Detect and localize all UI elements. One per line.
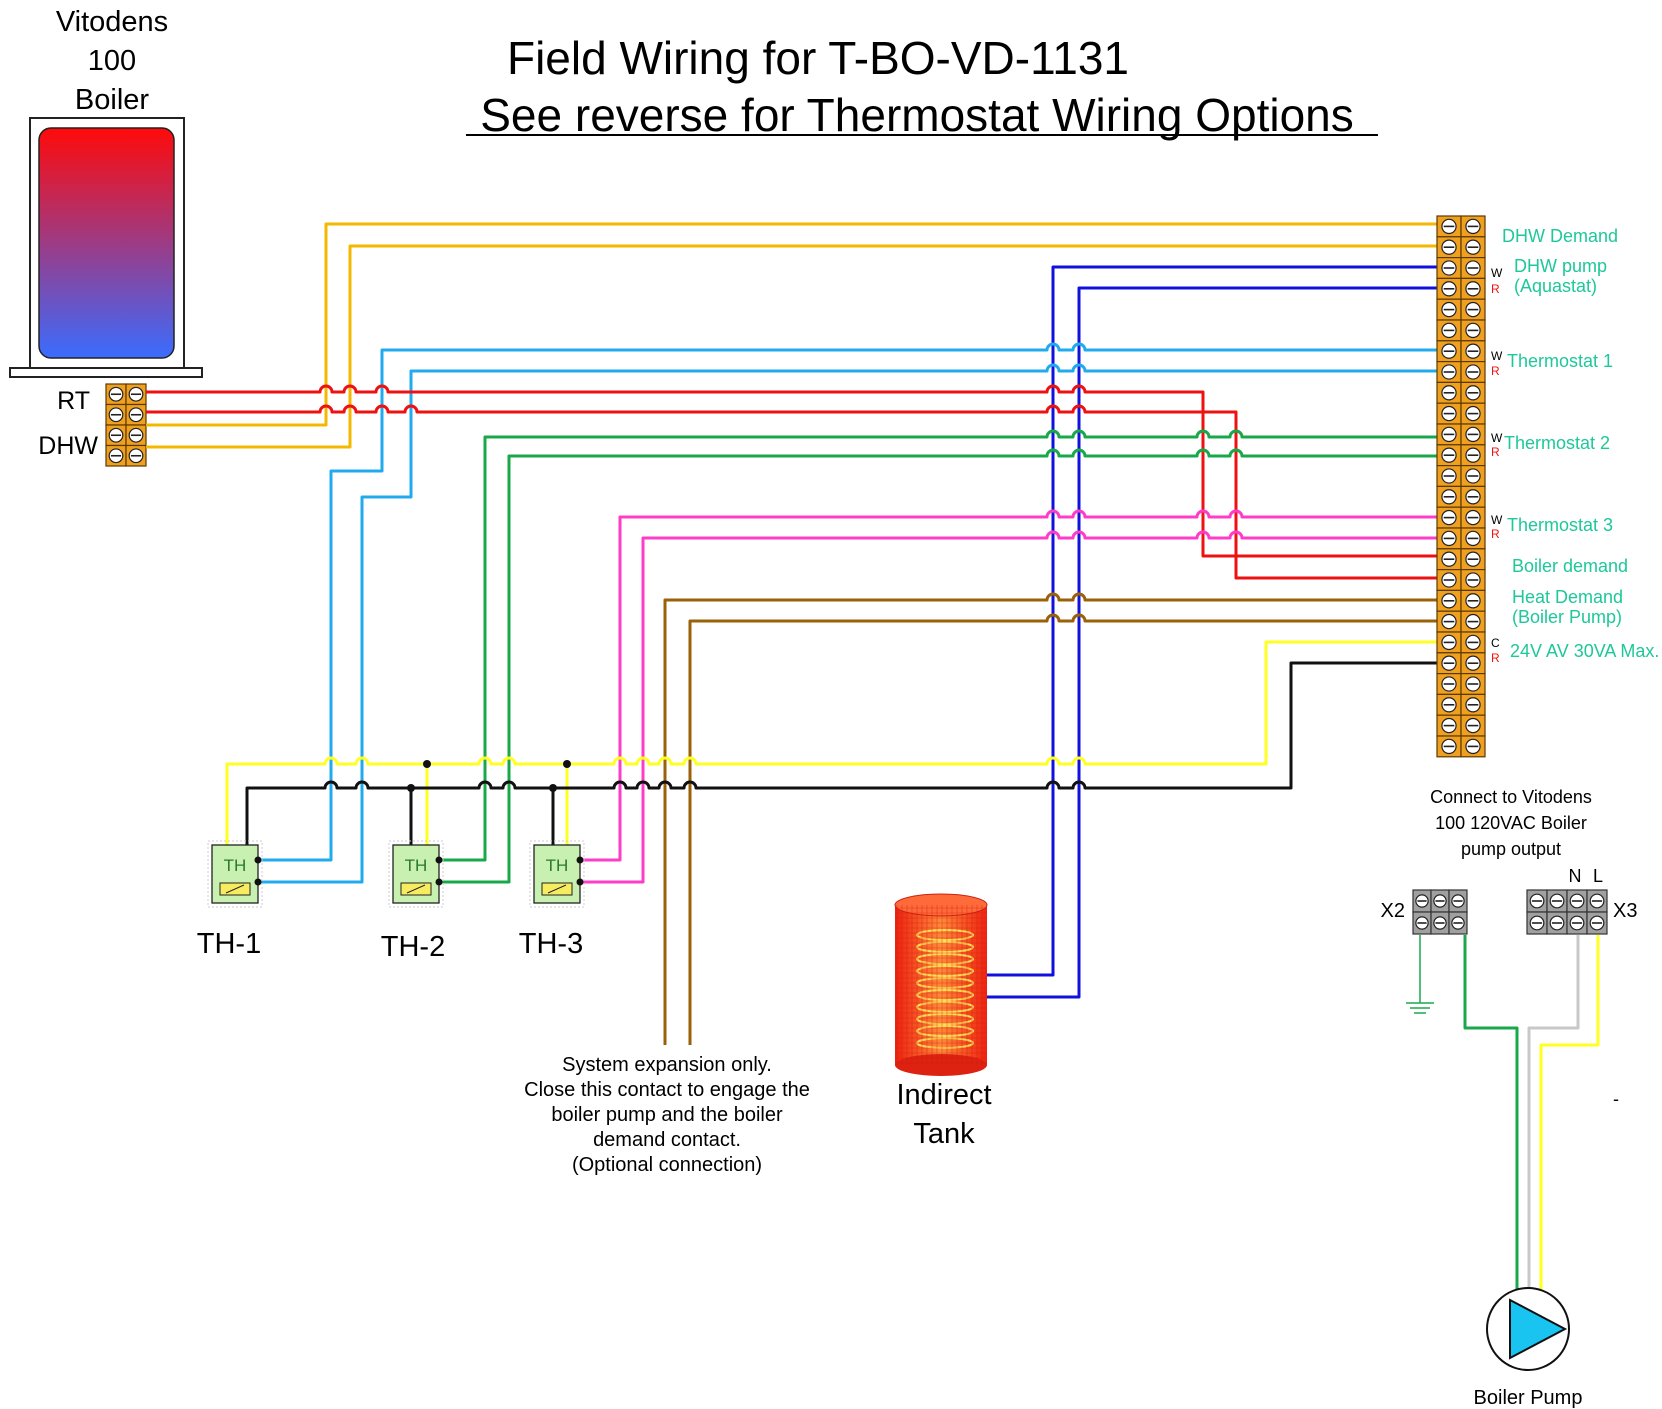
wire-pump-ground	[1463, 935, 1519, 1290]
label-aquastat: (Aquastat)	[1514, 276, 1597, 296]
pin-w-t3: W	[1491, 513, 1503, 527]
pin-r-t3: R	[1491, 527, 1500, 541]
pin-c-power: C	[1491, 636, 1500, 650]
x2-label: X2	[1381, 900, 1405, 922]
wire-junction-dot	[407, 784, 415, 792]
expansion-note-1: System expansion only.	[562, 1054, 772, 1076]
wire-thermostat-2-r	[437, 448, 1437, 884]
boiler-pump-icon	[1486, 1287, 1570, 1371]
tank-label-2: Tank	[913, 1118, 975, 1150]
thermostat-badge: TH	[546, 856, 569, 875]
thermostat-label-th2: TH-2	[381, 931, 445, 963]
thermostat-3-icon: TH	[529, 840, 585, 908]
tank-label-1: Indirect	[896, 1079, 991, 1111]
x3-terminal-block	[1526, 889, 1608, 935]
x3-label: X3	[1613, 900, 1637, 922]
wire-dhw-demand-a	[146, 222, 1437, 427]
wire-24v-c	[225, 640, 1437, 845]
title-line-2: See reverse for Thermostat Wiring Option…	[480, 89, 1353, 141]
wire-rt-1	[146, 384, 1437, 558]
wire-junction-dot	[549, 784, 557, 792]
label-dhw-demand: DHW Demand	[1502, 226, 1618, 246]
wire-dhw-demand-b	[146, 244, 1437, 449]
pin-r-t2: R	[1491, 445, 1500, 459]
wire-junction-dot	[423, 760, 431, 768]
pin-r-t1: R	[1491, 364, 1500, 378]
pin-w-t2: W	[1491, 431, 1503, 445]
wire-pump-neutral	[1527, 935, 1580, 1290]
wire-rt-2	[146, 404, 1437, 580]
label-thermostat-2: Thermostat 2	[1504, 433, 1610, 453]
x2-terminal-block	[1412, 889, 1468, 935]
wire-thermostat-3-w	[581, 509, 1437, 862]
boiler-terminal-dhw-label: DHW	[38, 432, 98, 460]
pin-w-dhw: W	[1491, 266, 1503, 280]
pump-note-1: Connect to Vitodens	[1430, 787, 1592, 807]
expansion-note-4: demand contact.	[593, 1129, 741, 1151]
boiler-terminal-block	[105, 383, 147, 467]
wire-layer	[146, 222, 1600, 1290]
wire-thermostat-3-r	[581, 530, 1437, 884]
wire-junction-dot	[563, 760, 571, 768]
x3-n-label: N	[1569, 866, 1582, 886]
thermostat-badge: TH	[405, 856, 428, 875]
wire-heat-demand-b	[688, 613, 1437, 1045]
pin-r-power: R	[1491, 651, 1500, 665]
dash-mark: -	[1613, 1089, 1619, 1109]
boiler-label-3: Boiler	[75, 84, 149, 116]
label-boiler-demand: Boiler demand	[1512, 556, 1628, 576]
wire-thermostat-1-r	[257, 363, 1437, 884]
thermostat-group: TH TH TH	[207, 840, 585, 908]
label-thermostat-1: Thermostat 1	[1507, 351, 1613, 371]
pin-r-dhw: R	[1491, 282, 1500, 296]
boiler-label-2: 100	[88, 45, 136, 77]
x3-l-label: L	[1593, 866, 1603, 886]
label-boiler-pump-contact: (Boiler Pump)	[1512, 607, 1622, 627]
expansion-note-2: Close this contact to engage the	[524, 1079, 810, 1101]
thermostat-label-th3: TH-3	[519, 928, 583, 960]
indirect-tank-icon	[894, 893, 988, 1076]
label-thermostat-3: Thermostat 3	[1507, 515, 1613, 535]
label-dhw-pump: DHW pump	[1514, 256, 1607, 276]
boiler-label-1: Vitodens	[56, 6, 168, 38]
wire-thermostat-2-w	[437, 429, 1437, 862]
expansion-note-5: (Optional connection)	[572, 1154, 762, 1176]
boiler-terminal-rt-label: RT	[57, 387, 90, 415]
boiler-pump-label: Boiler Pump	[1474, 1387, 1583, 1409]
label-24v-power: 24V AV 30VA Max.	[1510, 641, 1659, 661]
pin-w-t1: W	[1491, 349, 1503, 363]
ground-icon	[1406, 935, 1434, 1014]
wire-24v-r	[245, 661, 1437, 845]
thermostat-badge: TH	[224, 856, 247, 875]
terminal-strip	[1436, 215, 1486, 758]
wire-thermostat-1-w	[257, 342, 1437, 862]
thermostat-1-icon: TH	[207, 840, 263, 908]
title-line-1: Field Wiring for T-BO-VD-1131	[507, 32, 1129, 84]
wire-pump-line	[1539, 935, 1600, 1290]
boiler-icon	[9, 117, 203, 378]
expansion-note-3: boiler pump and the boiler	[551, 1104, 783, 1126]
wire-heat-demand-a	[663, 592, 1437, 1045]
thermostat-label-th1: TH-1	[197, 928, 261, 960]
pump-note-2: 100 120VAC Boiler	[1435, 813, 1587, 833]
pump-note-3: pump output	[1461, 839, 1561, 859]
thermostat-2-icon: TH	[388, 840, 444, 908]
wire-dhw-pump-r	[987, 286, 1437, 999]
label-heat-demand: Heat Demand	[1512, 587, 1623, 607]
